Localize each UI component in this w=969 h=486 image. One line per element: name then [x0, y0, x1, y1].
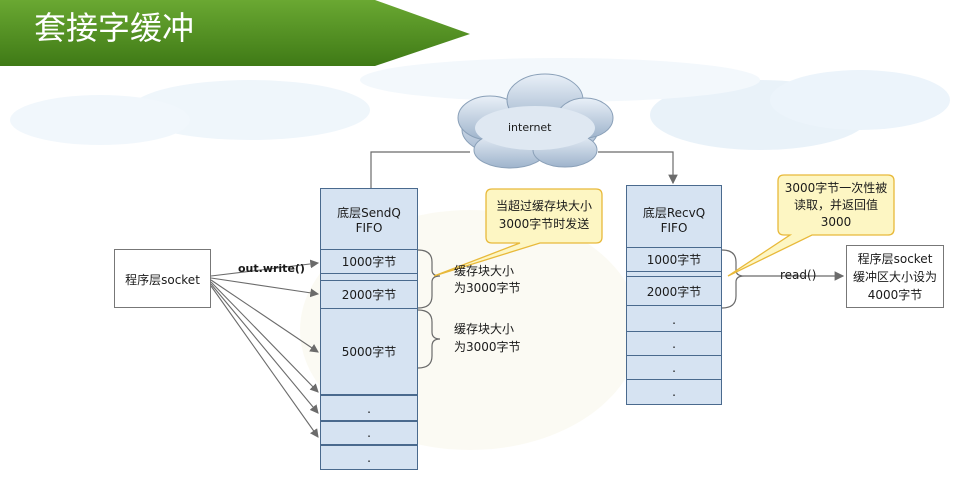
buffer-note-1-line2: 为3000字节: [454, 281, 521, 295]
sendq-cell-6: .: [367, 451, 371, 465]
internet-label: internet: [508, 121, 552, 134]
sendq-box: [320, 188, 418, 470]
recvq-cell-6: .: [672, 385, 676, 399]
callout-recv-line1: 3000字节一次性被: [784, 181, 888, 195]
recvq-title-line1: 底层RecvQ: [642, 206, 706, 220]
sendq-to-internet-line: [370, 151, 470, 188]
recvq-cell-5: .: [626, 356, 722, 380]
sendq-cell-5: .: [320, 422, 418, 446]
callout-send-bubble: [433, 188, 603, 277]
sendq-title-line2: FIFO: [355, 221, 383, 235]
brace-send-2: [417, 309, 441, 369]
callout-recv-line2: 读取，并返回值: [793, 198, 878, 212]
callout-recv-line3: 3000: [820, 215, 852, 229]
sendq-cell-1: 1000字节: [320, 249, 418, 274]
recvq-cell-2: 2000字节: [626, 276, 722, 306]
internet-cloud-icon: [457, 73, 614, 169]
title-banner: [0, 0, 470, 66]
app-socket-right-line1: 程序层socket: [857, 252, 933, 266]
app-socket-right-box: [846, 245, 944, 308]
callout-recv-bubble: [727, 174, 895, 277]
callout-send-line1: 当超过缓存块大小: [495, 199, 592, 213]
app-socket-right-line3: 4000字节: [867, 288, 923, 302]
brace-recv: [721, 249, 745, 309]
page-title: 套接字缓冲: [34, 9, 195, 47]
recvq-cell-3: .: [626, 308, 722, 332]
app-socket-right-line2: 缓冲区大小设为: [852, 270, 937, 284]
recvq-cell-1: 1000字节: [626, 247, 722, 272]
buffer-note-2-line2: 为3000字节: [454, 340, 521, 354]
callout-send-line2: 3000字节时发送: [498, 217, 590, 231]
write-call-label: out.write(): [238, 262, 305, 275]
read-call-label: read(): [780, 268, 817, 282]
buffer-note-2-line1: 缓存块大小: [454, 322, 515, 336]
app-socket-left-label: 程序层socket: [125, 273, 200, 287]
recvq-cell-4: .: [626, 332, 722, 356]
brace-send-1: [417, 249, 441, 309]
sendq-cell-4: .: [320, 398, 418, 422]
recvq-box: [626, 185, 722, 405]
sendq-title-line1: 底层SendQ: [337, 206, 401, 220]
buffer-note-1-line1: 缓存块大小: [454, 264, 515, 278]
sendq-cell-2: 2000字节: [320, 280, 418, 309]
write-arrows: [210, 259, 320, 438]
internet-to-recvq-arrow: [598, 151, 678, 185]
recvq-title-line2: FIFO: [660, 221, 688, 235]
sendq-cell-3: 5000字节: [320, 309, 418, 396]
app-socket-left-box: [114, 249, 211, 308]
